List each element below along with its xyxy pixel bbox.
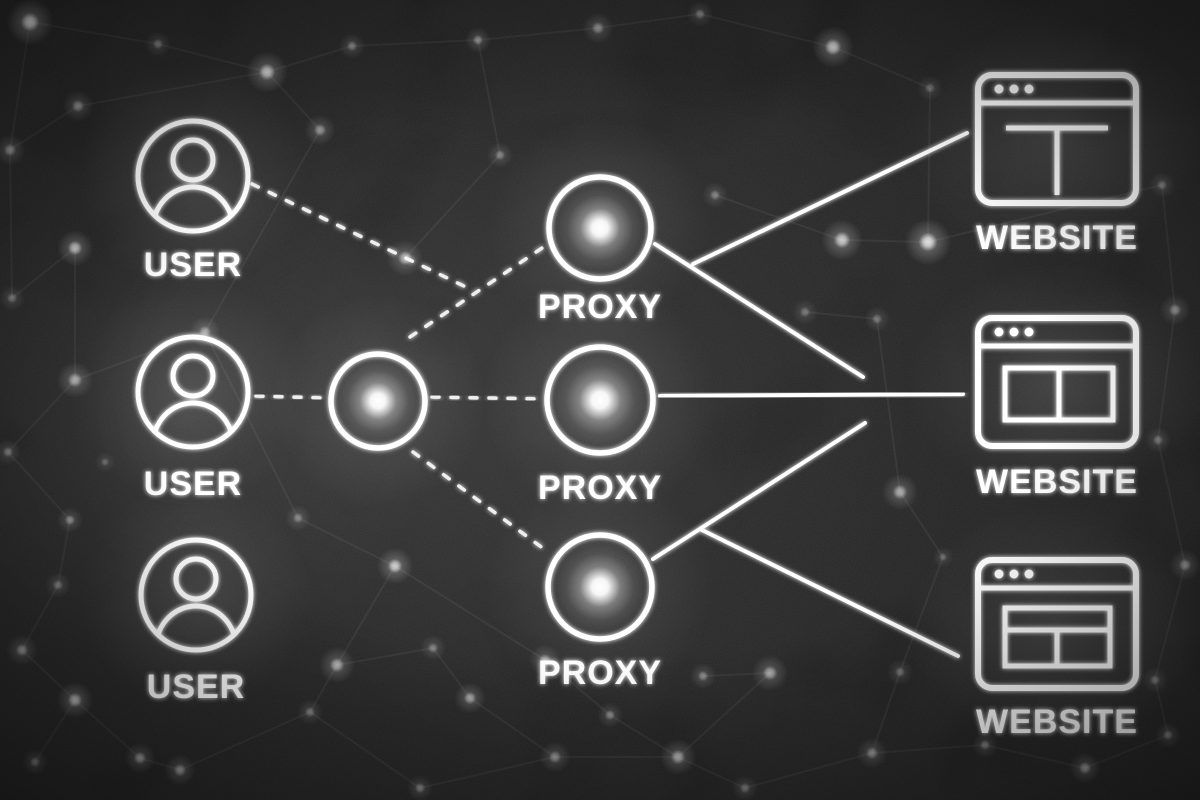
diagram-canvas: USERUSERUSERPROXYPROXYPROXYWEBSITEWEBSIT… bbox=[0, 0, 1200, 800]
film-grain-overlay bbox=[0, 0, 1200, 800]
